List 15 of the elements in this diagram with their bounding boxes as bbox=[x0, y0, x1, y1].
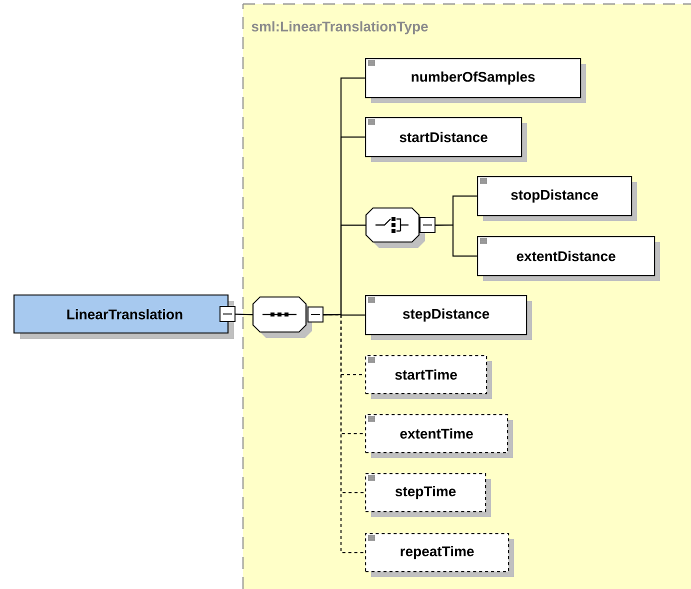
element-box: stepTime bbox=[365, 473, 491, 517]
choice-compositor bbox=[365, 207, 436, 248]
element-box: startTime bbox=[365, 355, 492, 399]
element-box: extentTime bbox=[365, 414, 513, 458]
connector bbox=[323, 314, 365, 554]
sequence-compositor bbox=[252, 296, 324, 338]
element-box: repeatTime bbox=[365, 533, 514, 577]
element-box: extentDistance bbox=[477, 236, 660, 281]
element-box: stepDistance bbox=[365, 295, 532, 340]
connector bbox=[235, 314, 254, 316]
element-box: numberOfSamples bbox=[365, 58, 586, 103]
element-box: stopDistance bbox=[477, 176, 637, 221]
element-box: startDistance bbox=[365, 117, 527, 162]
element-box: LinearTranslation bbox=[13, 294, 236, 339]
connector bbox=[435, 224, 477, 257]
